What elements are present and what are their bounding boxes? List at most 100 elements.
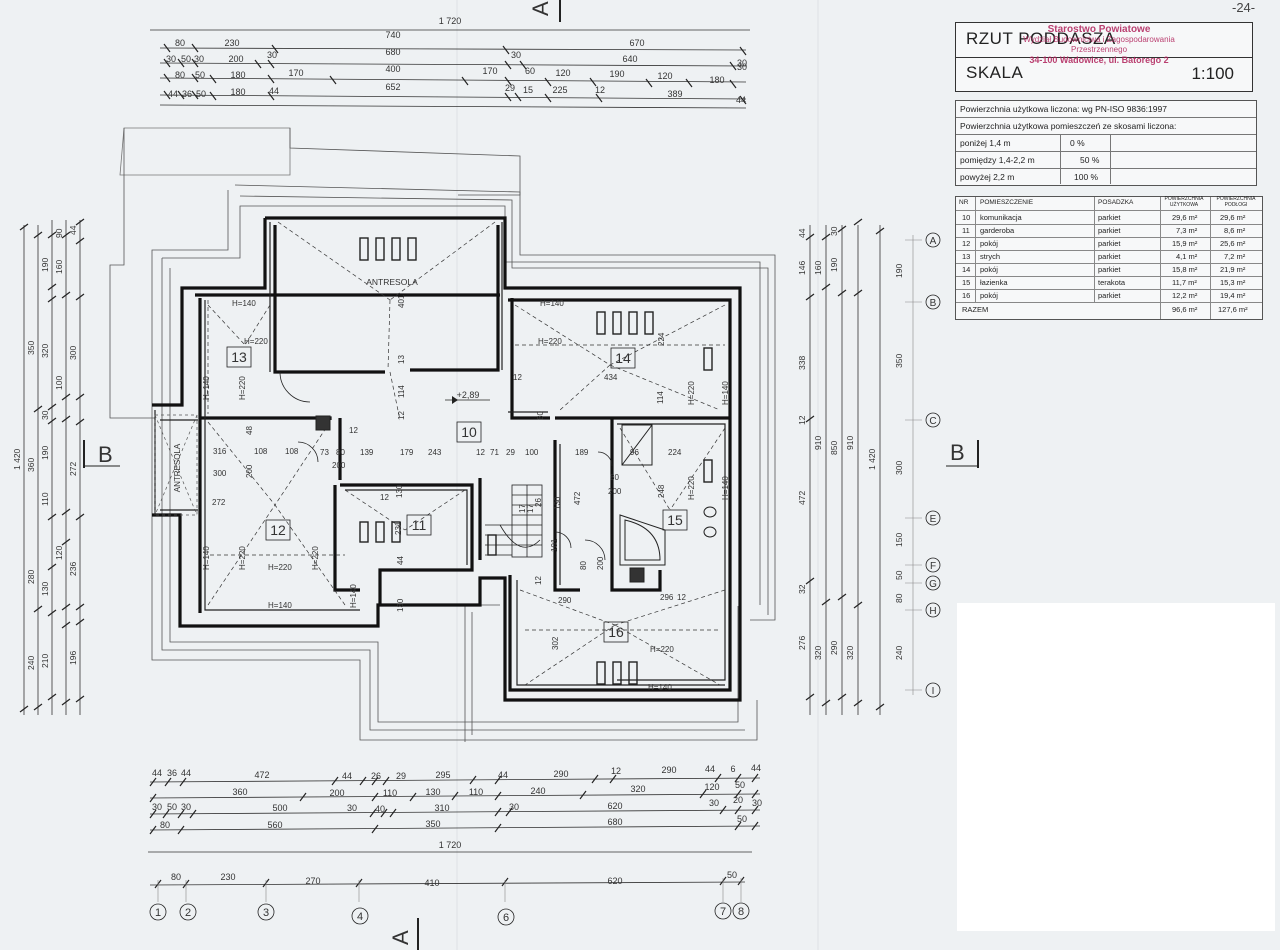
top-dim-r2-7: 640 xyxy=(622,54,637,64)
top-dim-r4-2: 50 xyxy=(196,89,206,99)
inner-dim: 101 xyxy=(550,538,559,552)
top-dim-r4-11: 44 xyxy=(736,95,746,105)
bottom-dim: 44 xyxy=(342,771,352,781)
inner-dim: 300 xyxy=(213,469,227,478)
inner-dim: 189 xyxy=(575,448,589,457)
inner-dim: 108 xyxy=(254,447,268,456)
inner-dim: 248 xyxy=(657,484,666,498)
scale-row: SKALA 1:100 xyxy=(956,57,1252,91)
left-dimension-lines xyxy=(19,218,85,715)
inner-dim: 200 xyxy=(332,461,346,470)
room-floor: parkiet xyxy=(1098,226,1121,235)
top-dim-r2-0: 30 xyxy=(166,54,176,64)
axis-dim: 270 xyxy=(305,876,320,886)
room-floor: parkiet xyxy=(1098,213,1121,222)
room-nr: 12 xyxy=(962,239,971,248)
left-dim: 110 xyxy=(40,492,50,506)
right-dim: 290 xyxy=(829,641,839,655)
inner-dim: 130 xyxy=(395,484,404,498)
top-dim-r3-5: 170 xyxy=(482,66,497,76)
inner-dim: 44 xyxy=(396,556,405,565)
room-nr: 16 xyxy=(962,291,971,300)
left-dim: 90 xyxy=(54,228,64,238)
inner-dim: 12 xyxy=(513,373,522,382)
top-dim-r4-6: 29 xyxy=(505,83,515,93)
room-14-number: 14 xyxy=(615,350,631,366)
inner-dim: 290 xyxy=(558,596,572,605)
left-dim: 120 xyxy=(54,546,64,560)
bottom-dim: 44 xyxy=(152,768,162,778)
top-dim-r4-1: 36 xyxy=(182,89,192,99)
height-label: H=140 xyxy=(232,299,256,308)
bottom-dim: 290 xyxy=(661,765,676,775)
room-name: pokój xyxy=(980,239,998,248)
area-title: Powierzchnia użytkowa liczona: wg PN-ISO… xyxy=(960,104,1167,114)
left-dim: 350 xyxy=(26,341,36,355)
inner-dim: 12 xyxy=(380,493,389,502)
axis-number-3: 3 xyxy=(263,907,269,919)
axis-number-circles xyxy=(149,902,750,926)
bottom-dim: 295 xyxy=(435,770,450,780)
room-floor-area: 21,9 m² xyxy=(1220,265,1246,274)
top-dim-r3-3: 170 xyxy=(288,68,303,78)
left-dim: 30 xyxy=(40,410,50,420)
bottom-dim: 12 xyxy=(611,766,621,776)
antresola-label: ANTRESOLA xyxy=(366,277,418,287)
antresola-side-label: ANTRESOLA xyxy=(173,443,182,492)
room-name: pokój xyxy=(980,291,998,300)
room-13-number: 13 xyxy=(231,349,247,365)
inner-dim: 29 xyxy=(506,448,515,457)
stairs xyxy=(485,484,543,558)
bottom-dim: 310 xyxy=(434,803,449,813)
inner-dim: 243 xyxy=(428,448,442,457)
inner-dim: 17 xyxy=(518,504,527,513)
bottom-dim: 200 xyxy=(329,788,344,798)
room-10-number: 10 xyxy=(461,424,477,440)
area-row-label: pomiędzy 1,4-2,2 m xyxy=(960,155,1035,165)
right-dimension-lines xyxy=(805,218,922,715)
inner-dim: 130 xyxy=(396,598,405,612)
total-usable: 96,6 m² xyxy=(1172,305,1198,314)
room-table: NR POMIESZCZENIE POSADZKA POWIERZCHNIA U… xyxy=(955,196,1263,320)
top-dim-r3-6: 60 xyxy=(525,66,535,76)
right-dim: 146 xyxy=(797,261,807,275)
inner-dim: 13 xyxy=(397,355,406,364)
bottom-dim: 44 xyxy=(705,764,715,774)
left-dim: 280 xyxy=(26,570,36,584)
inner-dim: 472 xyxy=(573,491,582,505)
top-dim-r2-1: 50 xyxy=(181,54,191,64)
top-dim-r1-0: 80 xyxy=(175,38,185,48)
height-label: H=140 xyxy=(268,601,292,610)
height-label: H=140 xyxy=(721,476,730,500)
bottom-dim: 50 xyxy=(167,802,177,812)
inner-dim: 316 xyxy=(213,447,227,456)
room-nr: 15 xyxy=(962,278,971,287)
right-dim: 50 xyxy=(894,570,904,580)
axis-letter-c: C xyxy=(929,416,936,427)
bottom-dim: 30 xyxy=(709,798,719,808)
left-dim: 190 xyxy=(40,258,50,272)
left-dim: 360 xyxy=(26,458,36,472)
right-dim: 190 xyxy=(829,258,839,272)
axis-letters xyxy=(925,232,941,698)
top-dim-r4-10: 389 xyxy=(667,89,682,99)
right-dim: 350 xyxy=(894,354,904,368)
right-dim: 80 xyxy=(894,593,904,603)
room-floor: parkiet xyxy=(1098,265,1121,274)
axis-letter-a: A xyxy=(930,236,937,247)
room-11-number: 11 xyxy=(412,517,427,533)
left-dim: 272 xyxy=(68,462,78,476)
right-dim: 12 xyxy=(797,415,807,425)
section-mark-a-top: A xyxy=(528,0,561,22)
top-dim-r1-3: 670 xyxy=(629,38,644,48)
axis-number-1: 1 xyxy=(155,907,161,919)
inner-dim: 114 xyxy=(397,385,406,398)
inner-dim: 272 xyxy=(212,498,226,507)
top-dim-r3-4: 400 xyxy=(385,64,400,74)
inner-dim: 139 xyxy=(360,448,374,457)
axis-number-6: 6 xyxy=(503,912,509,924)
